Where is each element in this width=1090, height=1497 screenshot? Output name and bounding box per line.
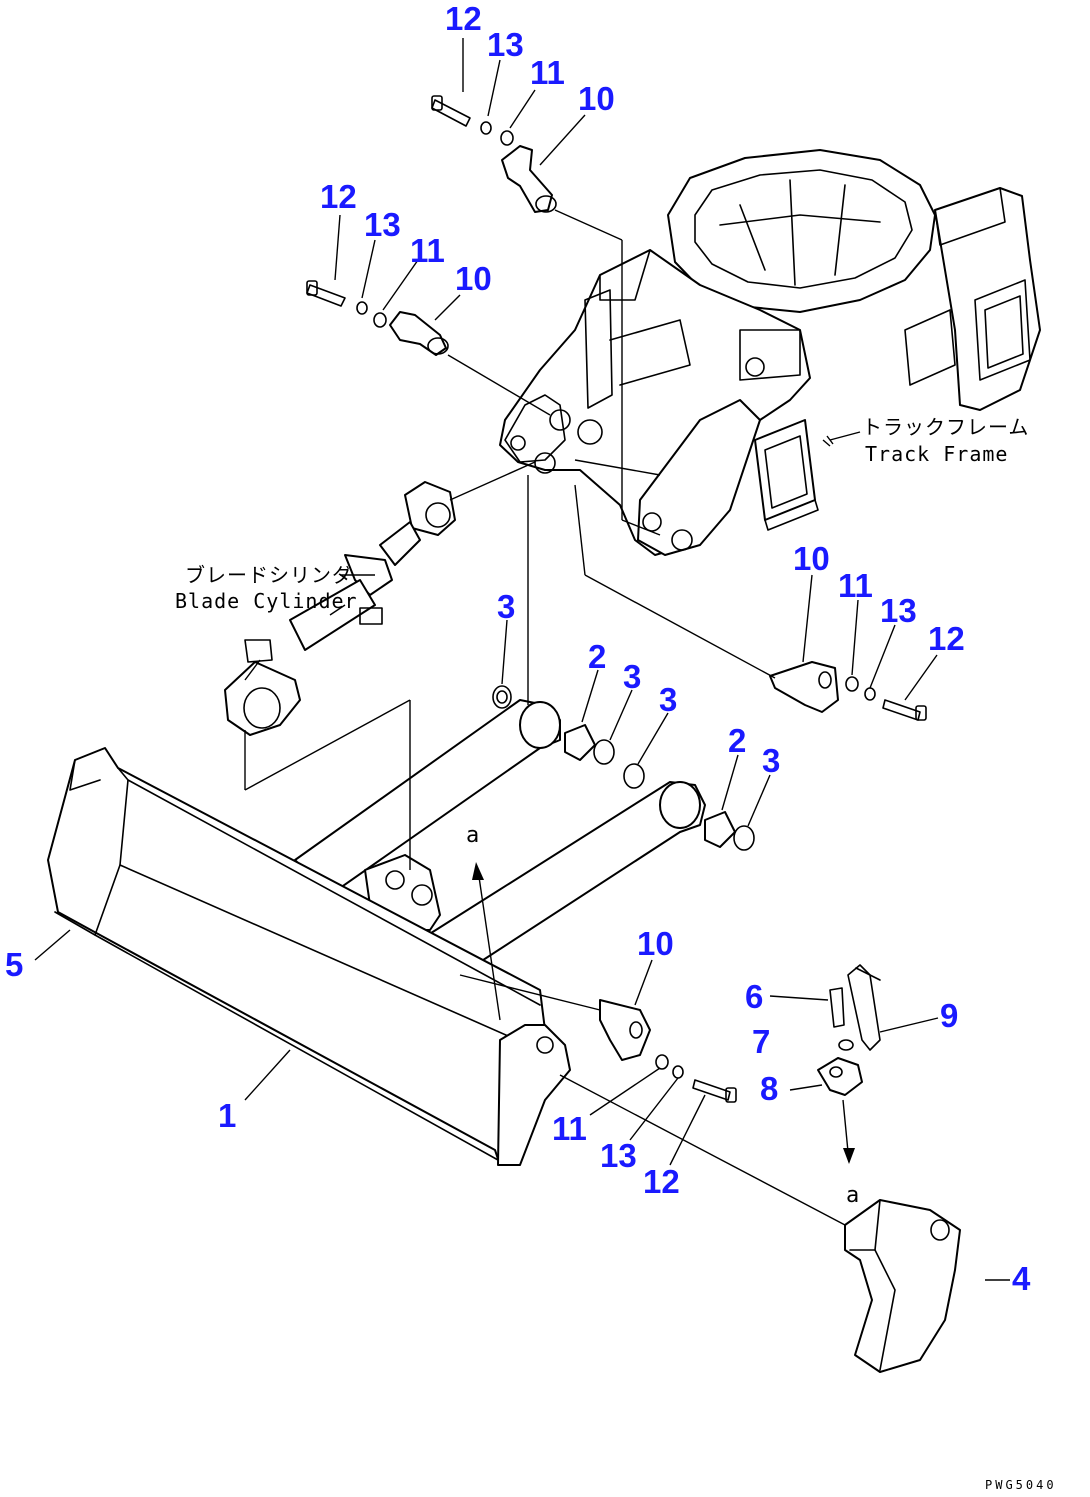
callout-12: 12 [320,178,357,215]
blade-cylinder [224,481,456,736]
callout-10: 10 [793,540,830,577]
right-pin-set [769,661,927,721]
callout-6: 6 [745,978,763,1015]
assembly-lines [34,38,1010,1281]
callout-3: 3 [762,742,780,779]
callout-1: 1 [218,1097,236,1134]
callout-10: 10 [455,260,492,297]
track-frame [499,149,1041,556]
callout-13: 13 [880,592,917,629]
callout-8: 8 [760,1070,778,1107]
callout-numbers: 12 13 11 10 12 13 11 10 10 11 13 12 3 2 … [5,0,1031,1297]
callout-2: 2 [728,722,746,759]
callout-3: 3 [497,588,515,625]
callout-12: 12 [445,0,482,37]
callout-3: 3 [659,681,677,718]
callout-11: 11 [410,232,445,269]
callout-11: 11 [530,54,565,91]
callout-5: 5 [5,946,23,983]
figure-code: PWG5040 [985,1478,1057,1492]
callout-11: 11 [838,567,873,604]
callout-12: 12 [643,1163,680,1200]
callout-10: 10 [637,925,674,962]
bushings [492,685,755,851]
track-frame-label-jp: トラックフレーム [862,415,1029,439]
callout-13: 13 [600,1137,637,1174]
blade [47,747,571,1166]
callout-12: 12 [928,620,965,657]
blade-cylinder-label-jp: ブレードシリンダ [185,563,353,587]
mark-a-upper: a [466,823,479,848]
callout-11: 11 [552,1110,587,1147]
callout-13: 13 [487,26,524,63]
blade-frame [294,699,706,976]
small-parts [817,964,881,1096]
callout-9: 9 [940,997,958,1034]
track-frame-label-en: Track Frame [865,442,1008,466]
callout-13: 13 [364,206,401,243]
callout-4: 4 [1012,1260,1031,1297]
callout-3: 3 [623,658,641,695]
lower-pin-set [599,999,737,1103]
upper-pin-set-1 [431,95,557,213]
upper-pin-set-2 [306,280,449,356]
end-bit [844,1199,961,1373]
callout-10: 10 [578,80,615,117]
text-labels: トラックフレーム Track Frame ブレードシリンダ Blade Cyli… [175,415,1057,1492]
callout-7: 7 [752,1023,770,1060]
callout-2: 2 [588,638,606,675]
mark-a-lower: a [846,1183,859,1208]
blade-cylinder-label-en: Blade Cylinder [175,589,358,613]
